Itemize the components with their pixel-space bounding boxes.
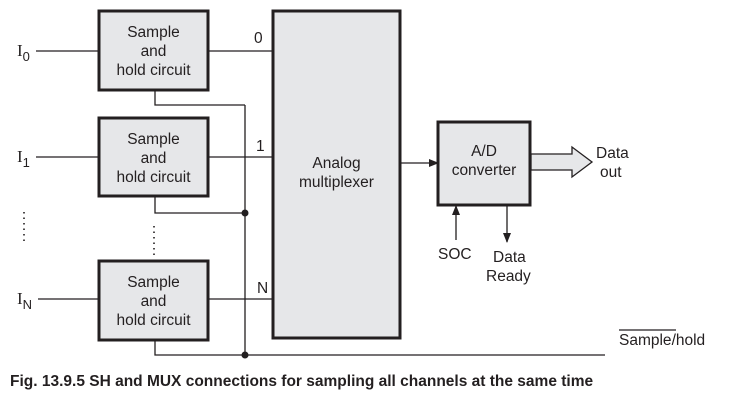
control-line — [154, 340, 605, 356]
sh-label-line1: Sample — [127, 274, 180, 291]
sample-hold-block-n — [97, 259, 210, 342]
sh-label-line1: Sample — [127, 131, 180, 148]
adc-label-line2: converter — [452, 162, 517, 179]
sh-label-line3: hold circuit — [116, 312, 191, 329]
figure-caption: Fig. 13.9.5 SH and MUX connections for s… — [10, 373, 593, 390]
adc-label-line1: A/D — [471, 143, 497, 160]
data-out-arrow-icon — [530, 145, 594, 179]
data-out-label-line2: out — [600, 164, 622, 181]
control-stub-0 — [154, 90, 245, 106]
mux-label-line2: multiplexer — [299, 174, 374, 191]
sh-label-line2: and — [141, 43, 167, 60]
input-label-1: I1 — [17, 147, 30, 170]
sh-label-line1: Sample — [127, 24, 180, 41]
mux-label-line1: Analog — [312, 155, 360, 172]
sh-label-line3: hold circuit — [116, 62, 191, 79]
channel-0: I0 Sample and hold circuit 0 — [17, 9, 273, 106]
soc-label: SOC — [438, 246, 472, 263]
analog-multiplexer-block — [271, 9, 402, 340]
mux-channel-label-1: 1 — [256, 138, 265, 155]
sh-label-line3: hold circuit — [116, 169, 191, 186]
data-ready-label-line2: Ready — [486, 268, 531, 285]
mux-channel-label-n: N — [257, 280, 268, 297]
sample-hold-control-label: Sample/hold — [619, 332, 705, 349]
control-stub-1 — [154, 196, 245, 214]
mux-channel-label-0: 0 — [254, 30, 263, 47]
adc-block — [436, 120, 532, 207]
channel-n: IN Sample and hold circuit N — [17, 259, 605, 359]
sh-label-line2: and — [141, 150, 167, 167]
input-label-n: IN — [17, 289, 32, 312]
sample-hold-block-1 — [97, 116, 210, 198]
input-label-0: I0 — [17, 41, 30, 64]
data-ready-label-line1: Data — [493, 249, 526, 266]
data-out-label-line1: Data — [596, 145, 629, 162]
channel-1: I1 Sample and hold circuit 1 — [17, 116, 273, 217]
sh-label-line2: and — [141, 293, 167, 310]
